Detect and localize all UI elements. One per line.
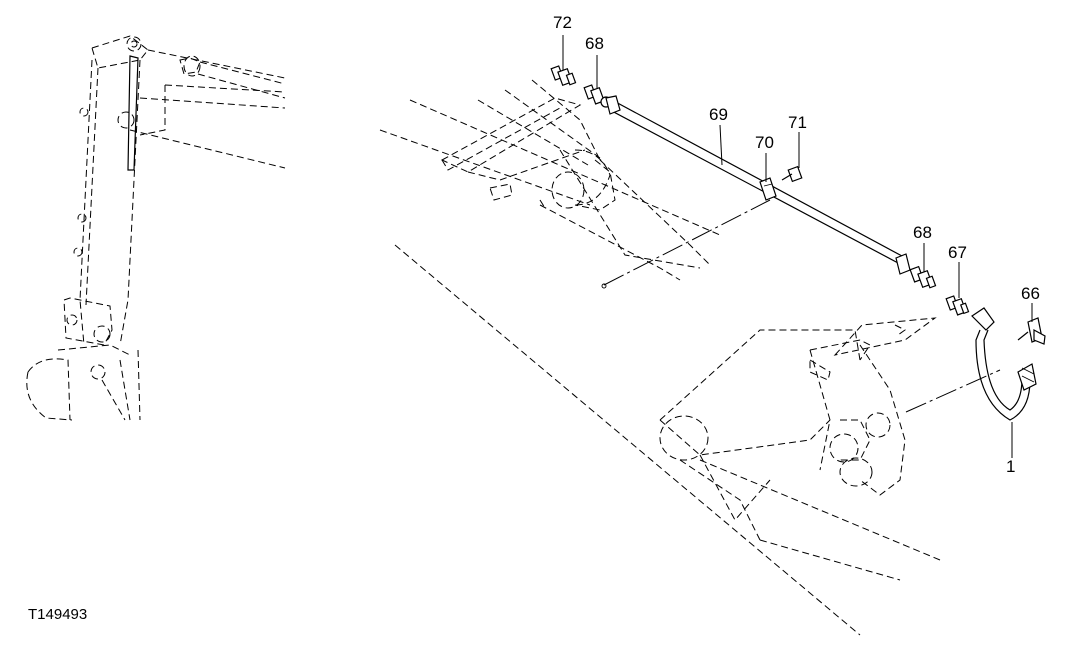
- fitting-67: [945, 295, 970, 316]
- callout-72: 72: [553, 13, 572, 32]
- fitting-68-right: [909, 265, 937, 289]
- bolt-71: [781, 165, 803, 183]
- tube-assembly: [550, 65, 1046, 421]
- callout-68-right: 68: [913, 223, 932, 242]
- fitting-72: [550, 65, 577, 87]
- leader-lines: [562, 35, 1033, 458]
- figure-id: T149493: [28, 606, 87, 623]
- callout-labels: 72 68 69 71 70 68 67 66 1: [553, 13, 1040, 476]
- callout-67: 67: [948, 243, 967, 262]
- tee-fitting-66: [1017, 317, 1046, 345]
- hose-1: [971, 307, 1037, 421]
- boom-outline: [379, 79, 1001, 636]
- callout-1: 1: [1006, 457, 1015, 476]
- callout-69: 69: [709, 105, 728, 124]
- callout-70: 70: [755, 133, 774, 152]
- callout-71: 71: [788, 113, 807, 132]
- clamp-70: [759, 177, 777, 201]
- callout-66: 66: [1021, 284, 1040, 303]
- overview-inset: [26, 35, 286, 421]
- callout-68-top: 68: [585, 34, 604, 53]
- tube-69: [605, 95, 911, 275]
